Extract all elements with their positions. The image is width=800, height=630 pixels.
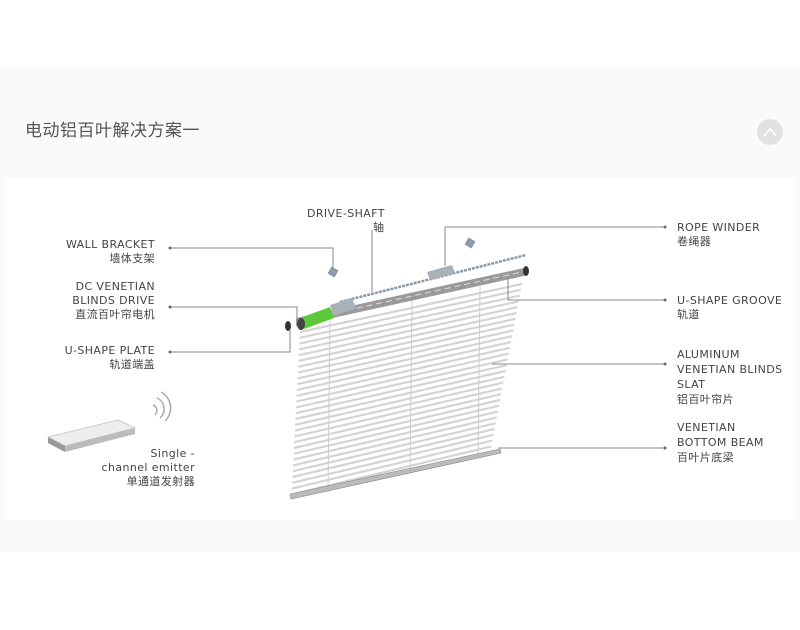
ladder-cords bbox=[327, 285, 481, 493]
wall-bracket-icon bbox=[464, 237, 476, 249]
dc-motor bbox=[300, 307, 334, 329]
page-title: 电动铝百叶解决方案一 bbox=[25, 121, 200, 141]
blind-slat bbox=[298, 311, 517, 363]
blind-slat bbox=[296, 352, 510, 403]
blind-slat bbox=[297, 335, 513, 386]
blind-slat bbox=[298, 306, 518, 357]
blind-slat bbox=[296, 340, 512, 392]
bottom-beam bbox=[289, 448, 502, 500]
leader-lines bbox=[170, 226, 665, 449]
leader-dots bbox=[168, 225, 667, 450]
blind-slat bbox=[299, 294, 521, 345]
blind-slat bbox=[292, 427, 495, 479]
blind-slat bbox=[295, 364, 507, 415]
back-to-top-button[interactable] bbox=[757, 119, 783, 145]
blind-slat bbox=[292, 422, 496, 473]
blind-slat bbox=[299, 288, 522, 339]
blind-slat bbox=[291, 439, 493, 490]
blind-slat bbox=[294, 381, 504, 432]
blind-slat bbox=[296, 346, 511, 397]
blind-slat bbox=[293, 410, 499, 461]
blind-slat bbox=[297, 323, 515, 374]
blind-slat bbox=[294, 375, 505, 426]
wireless-signal-icon bbox=[152, 391, 172, 422]
chevron-up-icon bbox=[763, 127, 777, 137]
blind-slat bbox=[295, 358, 508, 409]
blind-slat bbox=[298, 300, 519, 351]
blind-slat bbox=[293, 404, 500, 455]
remote-emitter bbox=[46, 419, 137, 452]
motor-gearbox bbox=[330, 298, 356, 316]
blind-slat bbox=[291, 433, 494, 484]
rope-winder bbox=[427, 265, 455, 280]
end-cap-icon bbox=[523, 266, 529, 276]
blind-slats bbox=[291, 282, 523, 496]
blind-slat bbox=[292, 416, 497, 467]
blind-slat bbox=[295, 369, 506, 421]
wall-bracket-icon bbox=[327, 266, 339, 278]
end-cap-icon bbox=[285, 321, 291, 331]
blind-slat bbox=[297, 329, 514, 380]
blind-slat bbox=[299, 282, 523, 334]
motor-cap bbox=[297, 318, 305, 330]
